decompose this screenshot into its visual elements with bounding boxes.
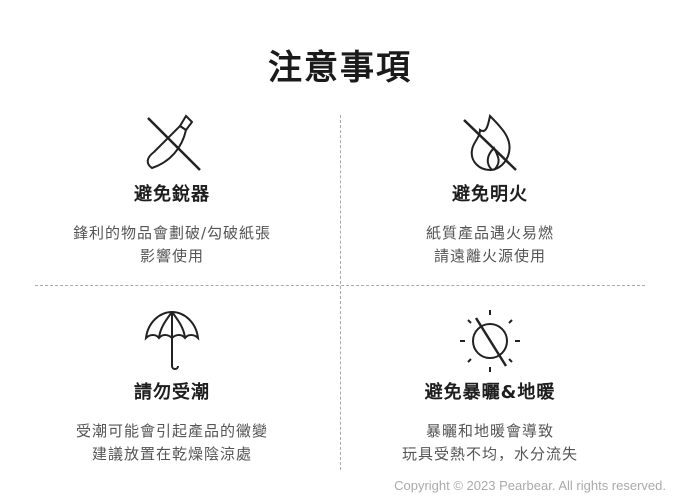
notice-description: 鋒利的物品會劃破/勾破紙張 影響使用: [22, 222, 322, 268]
desc-line: 影響使用: [139, 247, 204, 265]
copyright-text: Copyright © 2023 Pearbear. All rights re…: [394, 478, 666, 493]
horizontal-divider: [35, 285, 645, 286]
desc-line: 受潮可能會引起產品的黴變: [75, 422, 268, 440]
page-title: 注意事項: [268, 48, 412, 88]
notice-heading: 避免明火: [452, 184, 528, 205]
desc-line: 玩具受熱不均，水分流失: [401, 445, 578, 463]
notice-heading: 請勿受潮: [134, 382, 210, 403]
notice-description: 暴曬和地暖會導致 玩具受熱不均，水分流失: [340, 420, 640, 466]
no-knife-icon: [146, 114, 201, 171]
notice-moisture: 請勿受潮 受潮可能會引起產品的黴變 建議放置在乾燥陰涼處: [22, 308, 322, 466]
notice-heading: 避免暴曬&地暖: [424, 382, 556, 403]
notice-open-flame: 避免明火 紙質產品遇火易燃 請遠離火源使用: [340, 112, 640, 268]
umbrella-icon: [144, 310, 200, 370]
no-sun-icon: [460, 310, 520, 372]
desc-line: 紙質產品遇火易燃: [425, 224, 554, 242]
desc-line: 建議放置在乾燥陰涼處: [91, 445, 252, 463]
desc-line: 暴曬和地暖會導致: [425, 422, 554, 440]
notice-heading: 避免銳器: [134, 184, 210, 205]
notice-sun-heat: 避免暴曬&地暖 暴曬和地暖會導致 玩具受熱不均，水分流失: [340, 308, 640, 466]
notice-description: 受潮可能會引起產品的黴變 建議放置在乾燥陰涼處: [22, 420, 322, 466]
desc-line: 鋒利的物品會劃破/勾破紙張: [72, 224, 272, 242]
no-fire-icon: [463, 113, 517, 172]
desc-line: 請遠離火源使用: [433, 247, 546, 265]
vertical-divider: [340, 115, 341, 470]
notice-sharp-objects: 避免銳器 鋒利的物品會劃破/勾破紙張 影響使用: [22, 112, 322, 268]
notice-description: 紙質產品遇火易燃 請遠離火源使用: [340, 222, 640, 268]
